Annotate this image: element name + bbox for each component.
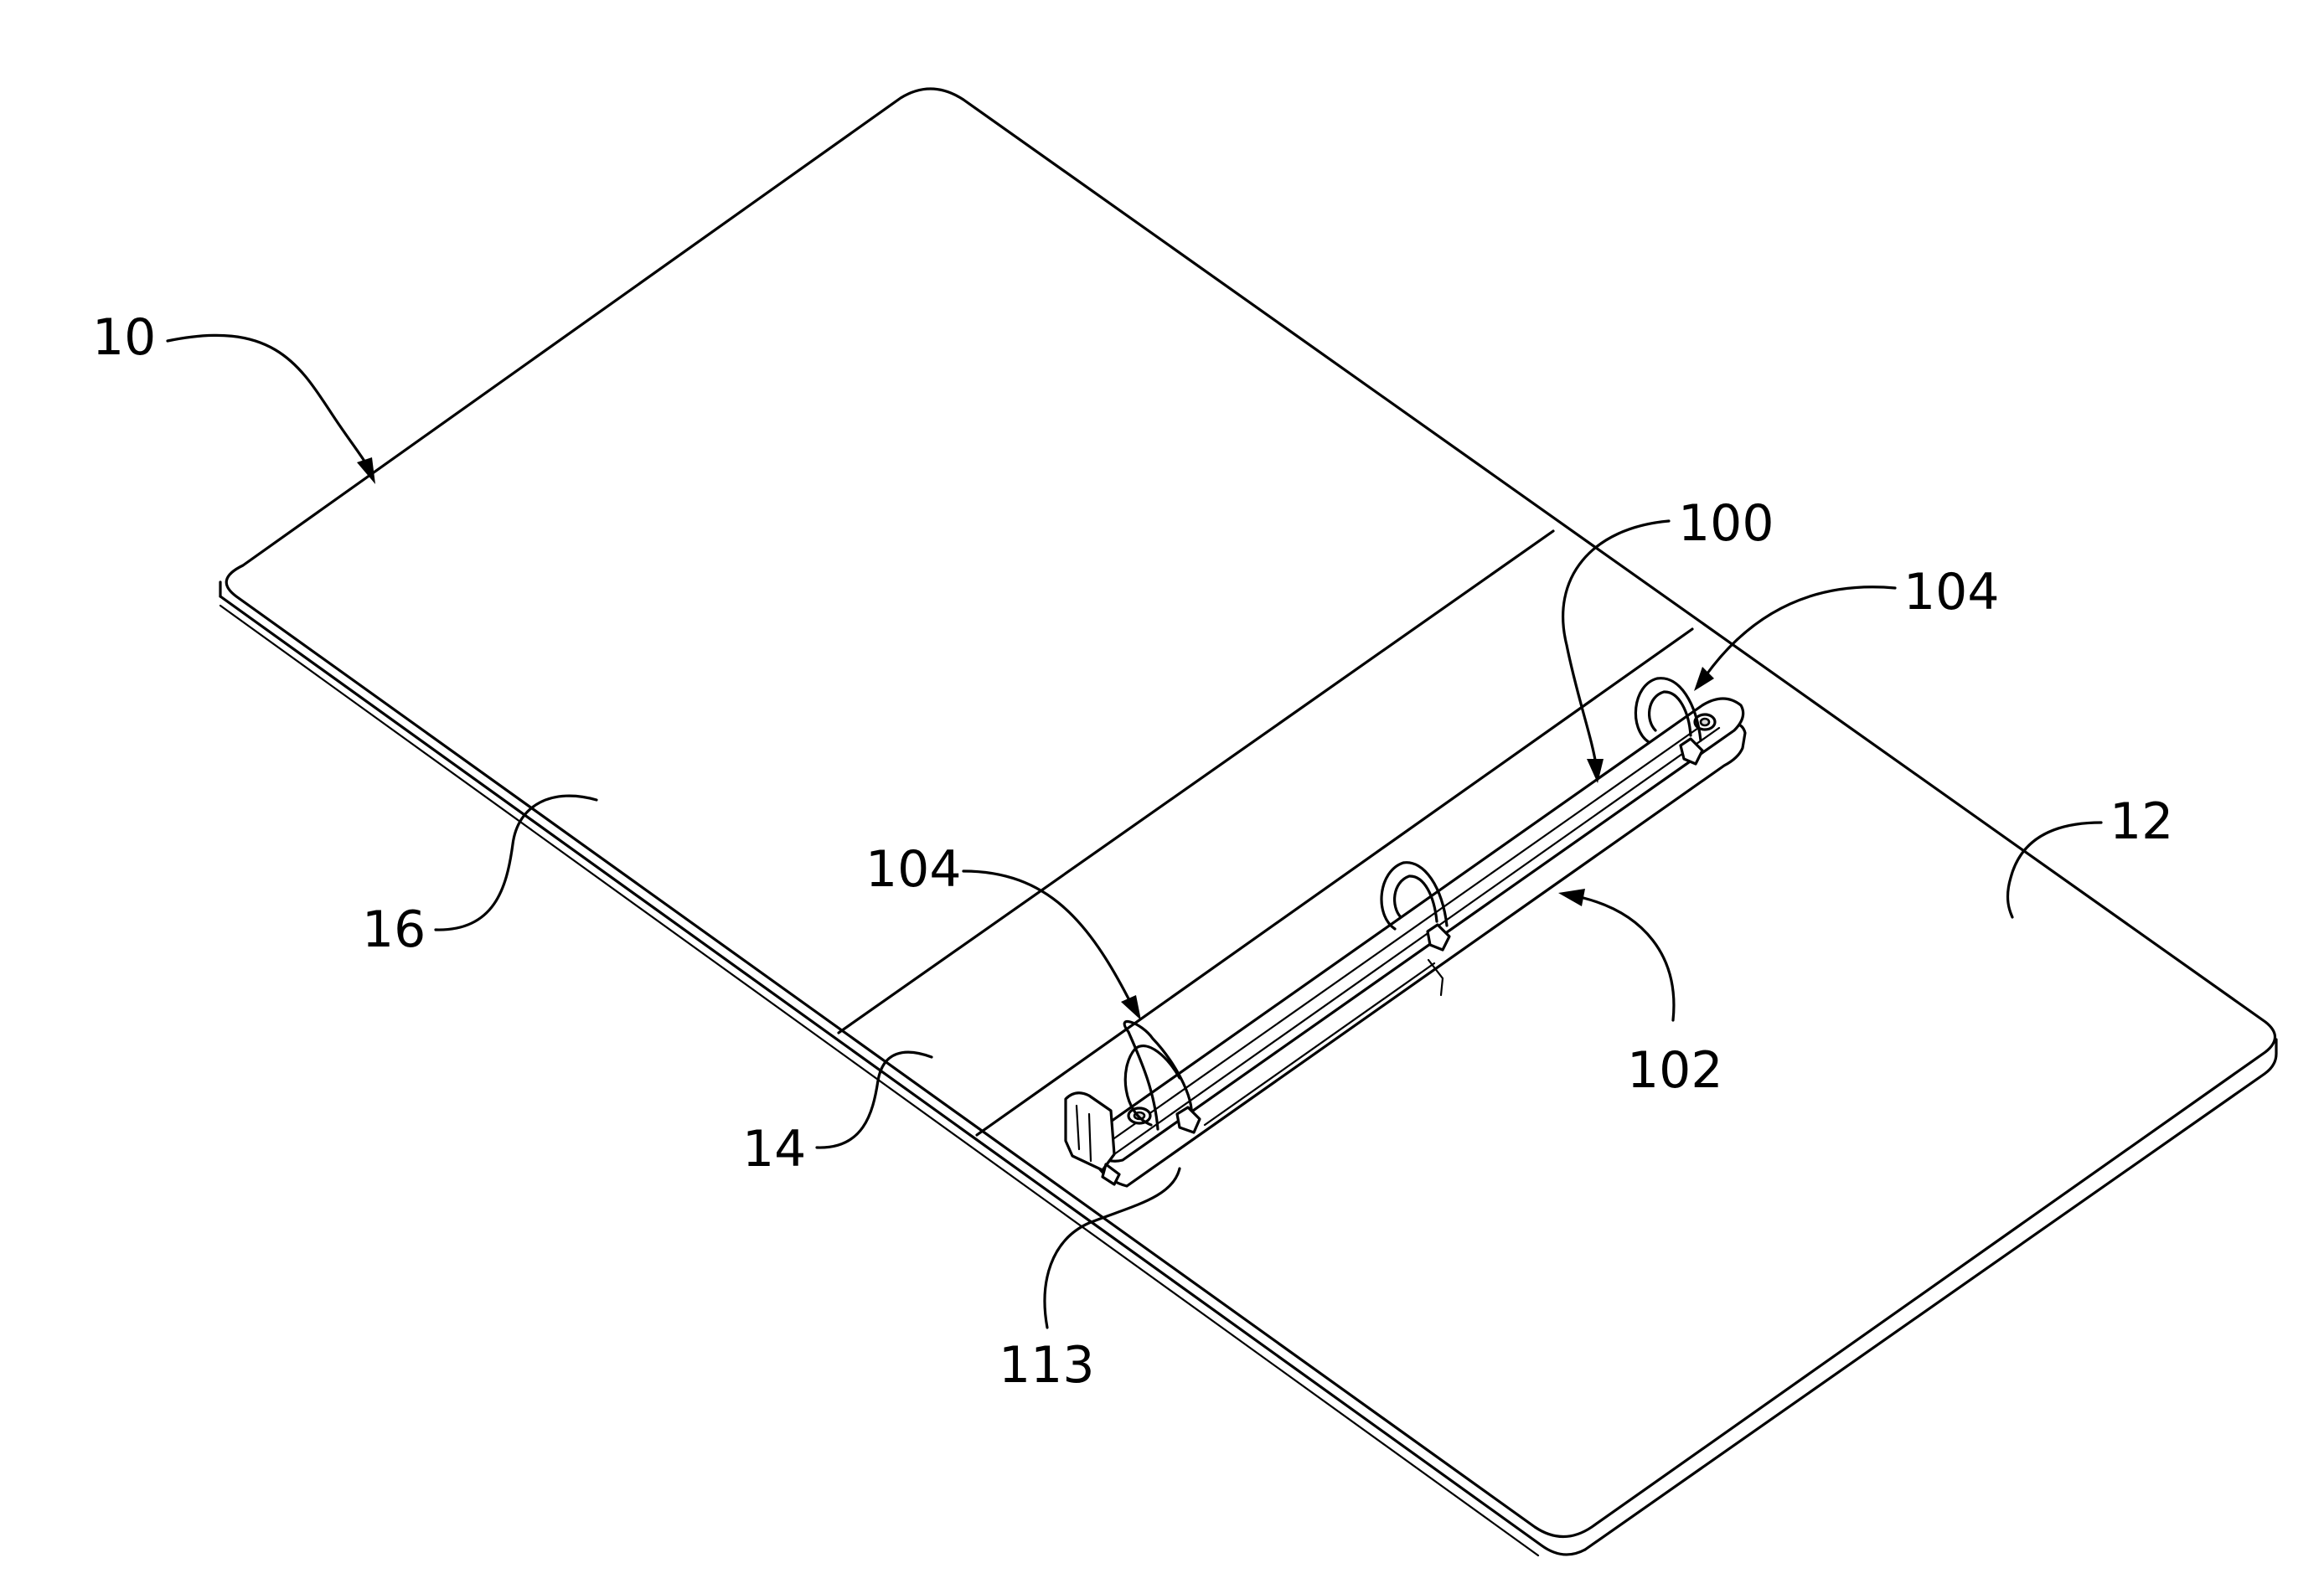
leader-102 [1583,898,1674,1020]
label-12: 12 [2110,792,2173,851]
label-100: 100 [1678,494,1774,553]
label-102: 102 [1627,1041,1723,1100]
leader-10 [168,335,370,472]
arrowhead-104-lower [1121,995,1141,1020]
leader-104-lower [963,871,1131,1003]
leader-104-upper [1705,587,1895,677]
label-104-upper: 104 [1903,563,2000,622]
reference-labels: 10 16 14 113 104 100 104 102 12 [92,308,2173,1395]
arrowhead-102 [1558,889,1585,906]
leader-16 [436,796,596,930]
leader-12 [2008,823,2101,917]
label-10: 10 [92,308,156,367]
label-14: 14 [742,1120,806,1179]
label-16: 16 [362,900,426,959]
label-113: 113 [999,1336,1095,1395]
spine-fold-back [977,629,1692,1135]
arrowhead-10 [357,457,375,484]
binder-outline [226,89,2275,1537]
binder-body [220,89,2276,1555]
rivet-right-inner [1701,719,1709,725]
housing-ridge-1 [1106,720,1709,1144]
label-104-lower: 104 [865,840,962,899]
ring-mechanism [1066,678,1745,1186]
